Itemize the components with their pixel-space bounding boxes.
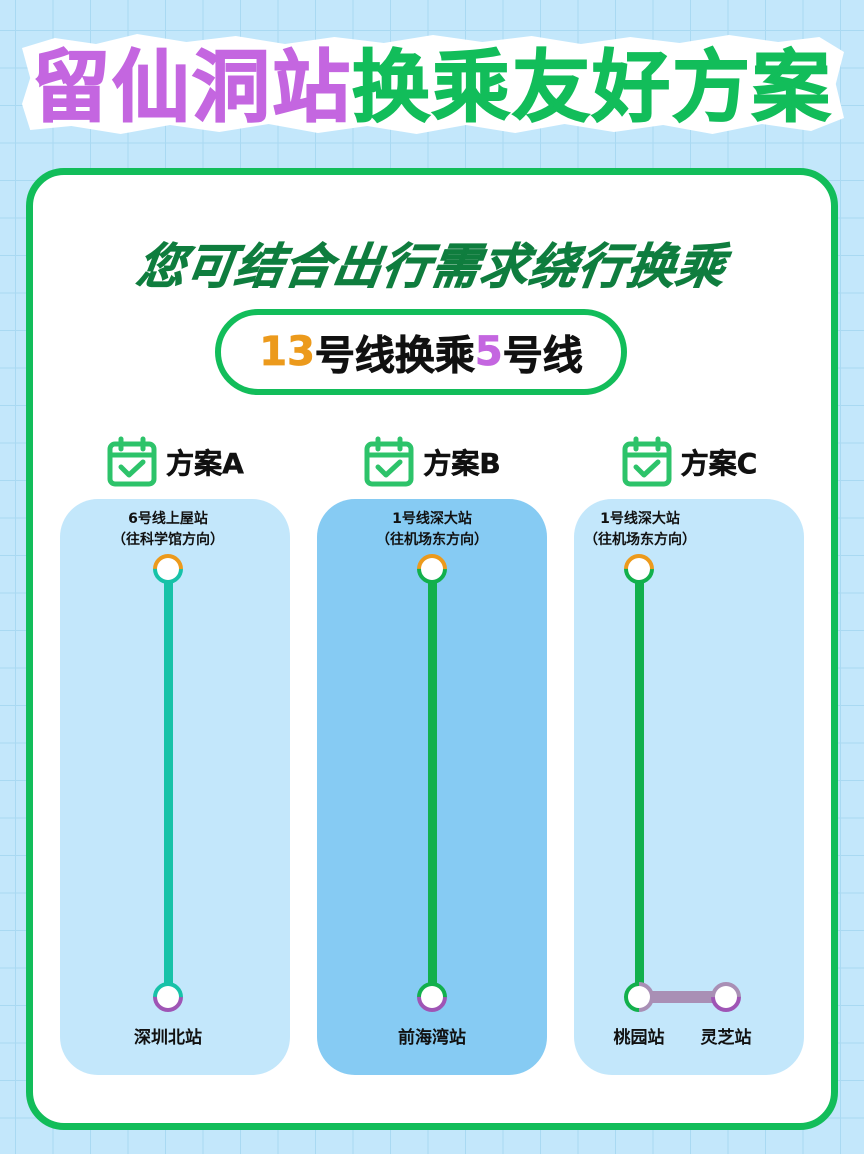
plan-c-route-line xyxy=(635,569,644,997)
plan-a: 方案A 6号线上屋站 （往科学馆方向） 深圳北站 xyxy=(60,433,290,1075)
calendar-check-icon xyxy=(107,436,157,487)
plan-a-start-direction: （往科学馆方向） xyxy=(112,532,224,548)
headline: 留仙洞站 换乘友好方案 xyxy=(0,28,864,148)
calendar-check-icon xyxy=(364,436,414,487)
plan-c-start-station: 1号线深大站 xyxy=(600,511,680,527)
to-line-suffix: 号线 xyxy=(502,333,583,380)
route-pill: 13 号线换乘 5 号线 xyxy=(215,309,627,395)
from-line-suffix: 号线换乘 xyxy=(314,333,476,380)
plan-b-header: 方案B xyxy=(317,433,547,491)
plan-b-title: 方案B xyxy=(423,447,501,481)
plans-card: 您可结合出行需求绕行换乘 13 号线换乘 5 号线 方案A 6号线上屋站 （往科… xyxy=(26,168,838,1130)
headline-topic: 换乘友好方案 xyxy=(351,43,833,133)
plan-c-header: 方案C xyxy=(574,433,804,491)
plan-a-start-station-dot xyxy=(146,547,190,591)
plan-b-start-label: 1号线深大站 （往机场东方向） xyxy=(317,509,547,551)
to-line-number: 5 xyxy=(474,329,504,376)
plan-c: 方案C 1号线深大站 （往机场东方向） 桃园站 灵芝站 xyxy=(574,433,804,1075)
subtitle: 您可结合出行需求绕行换乘 xyxy=(133,239,730,296)
plan-b: 方案B 1号线深大站 （往机场东方向） 前海湾站 xyxy=(317,433,547,1075)
plan-a-start-label: 6号线上屋站 （往科学馆方向） xyxy=(60,509,276,551)
plan-b-route-line xyxy=(428,569,437,997)
plan-a-header: 方案A xyxy=(60,433,290,491)
plan-c-route-panel: 1号线深大站 （往机场东方向） 桃园站 灵芝站 xyxy=(574,499,804,1075)
calendar-check-icon xyxy=(622,436,672,487)
plan-a-title: 方案A xyxy=(166,447,244,481)
plan-c-end-station: 灵芝站 xyxy=(700,1028,752,1048)
plan-c-transfer-station: 桃园站 xyxy=(613,1028,665,1048)
plan-c-start-station-dot xyxy=(617,547,661,591)
from-line-number: 13 xyxy=(259,329,315,376)
plan-b-start-station: 1号线深大站 xyxy=(392,511,472,527)
plan-a-end-station-dot xyxy=(146,975,190,1019)
plan-c-start-direction: （往机场东方向） xyxy=(584,532,696,548)
plan-c-start-label: 1号线深大站 （往机场东方向） xyxy=(574,509,706,551)
plan-c-transfer-station-dot xyxy=(617,975,661,1019)
plan-b-route-panel: 1号线深大站 （往机场东方向） 前海湾站 xyxy=(317,499,547,1075)
plan-a-end-station: 深圳北站 xyxy=(134,1028,202,1048)
plan-b-start-station-dot xyxy=(410,547,454,591)
headline-station-name: 留仙洞站 xyxy=(31,43,352,133)
plan-a-route-panel: 6号线上屋站 （往科学馆方向） 深圳北站 xyxy=(60,499,290,1075)
plan-c-end-station-dot xyxy=(704,975,748,1019)
plan-b-start-direction: （往机场东方向） xyxy=(376,532,488,548)
headline-backdrop xyxy=(22,34,844,134)
plan-a-start-station: 6号线上屋站 xyxy=(128,511,208,527)
plan-c-transfer-link xyxy=(640,991,724,1003)
plan-b-end-station: 前海湾站 xyxy=(398,1028,466,1048)
plan-c-title: 方案C xyxy=(680,447,758,481)
plan-b-end-station-dot xyxy=(410,975,454,1019)
plan-a-route-line xyxy=(164,569,173,997)
